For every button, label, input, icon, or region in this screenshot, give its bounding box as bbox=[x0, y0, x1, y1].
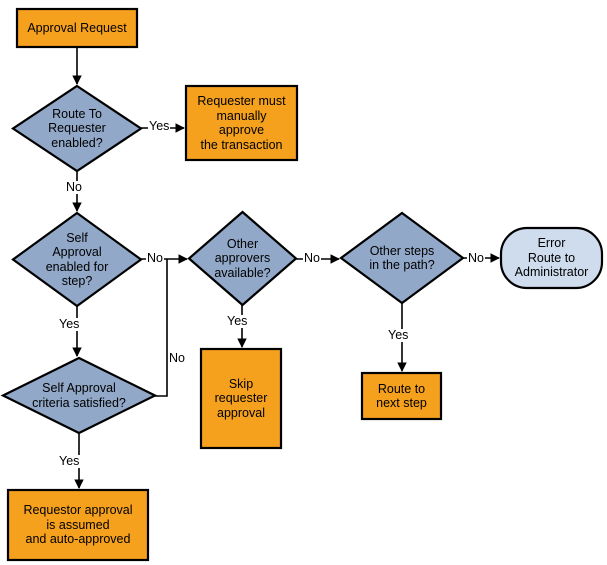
node-requestor-approval-assumed[interactable] bbox=[6, 488, 150, 562]
edge-label-other-steps-no: No bbox=[467, 251, 485, 265]
edge-label-self-approval-criteria-no: No bbox=[168, 351, 186, 365]
node-approval-request[interactable] bbox=[15, 7, 139, 49]
edge-label-self-approval-criteria-yes: Yes bbox=[58, 454, 81, 468]
node-route-to-requester-enabled[interactable] bbox=[11, 84, 143, 173]
edge-label-other-approvers-no: No bbox=[303, 251, 321, 265]
edge-label-self-approval-enabled-yes: Yes bbox=[58, 317, 81, 331]
node-skip-requester-approval[interactable] bbox=[199, 347, 283, 450]
edge-label-other-steps-yes: Yes bbox=[387, 328, 410, 342]
node-error-route-to-administrator[interactable] bbox=[499, 226, 604, 290]
edge-self-approval-criteria-no bbox=[155, 259, 168, 397]
node-other-approvers-available[interactable] bbox=[187, 210, 298, 307]
node-route-to-next-step[interactable] bbox=[360, 371, 443, 421]
edge-label-other-approvers-yes: Yes bbox=[226, 314, 249, 328]
node-self-approval-enabled-for-step[interactable] bbox=[11, 211, 143, 308]
node-other-steps-in-the-path[interactable] bbox=[339, 211, 465, 305]
edge-label-self-approval-enabled-no: No bbox=[146, 251, 164, 265]
node-self-approval-criteria-satisfied[interactable] bbox=[0, 356, 158, 435]
node-requester-must-manually-approve[interactable] bbox=[184, 84, 299, 162]
edge-label-route-to-requester-no: No bbox=[65, 180, 83, 194]
edge-label-route-to-requester-yes: Yes bbox=[148, 119, 171, 133]
